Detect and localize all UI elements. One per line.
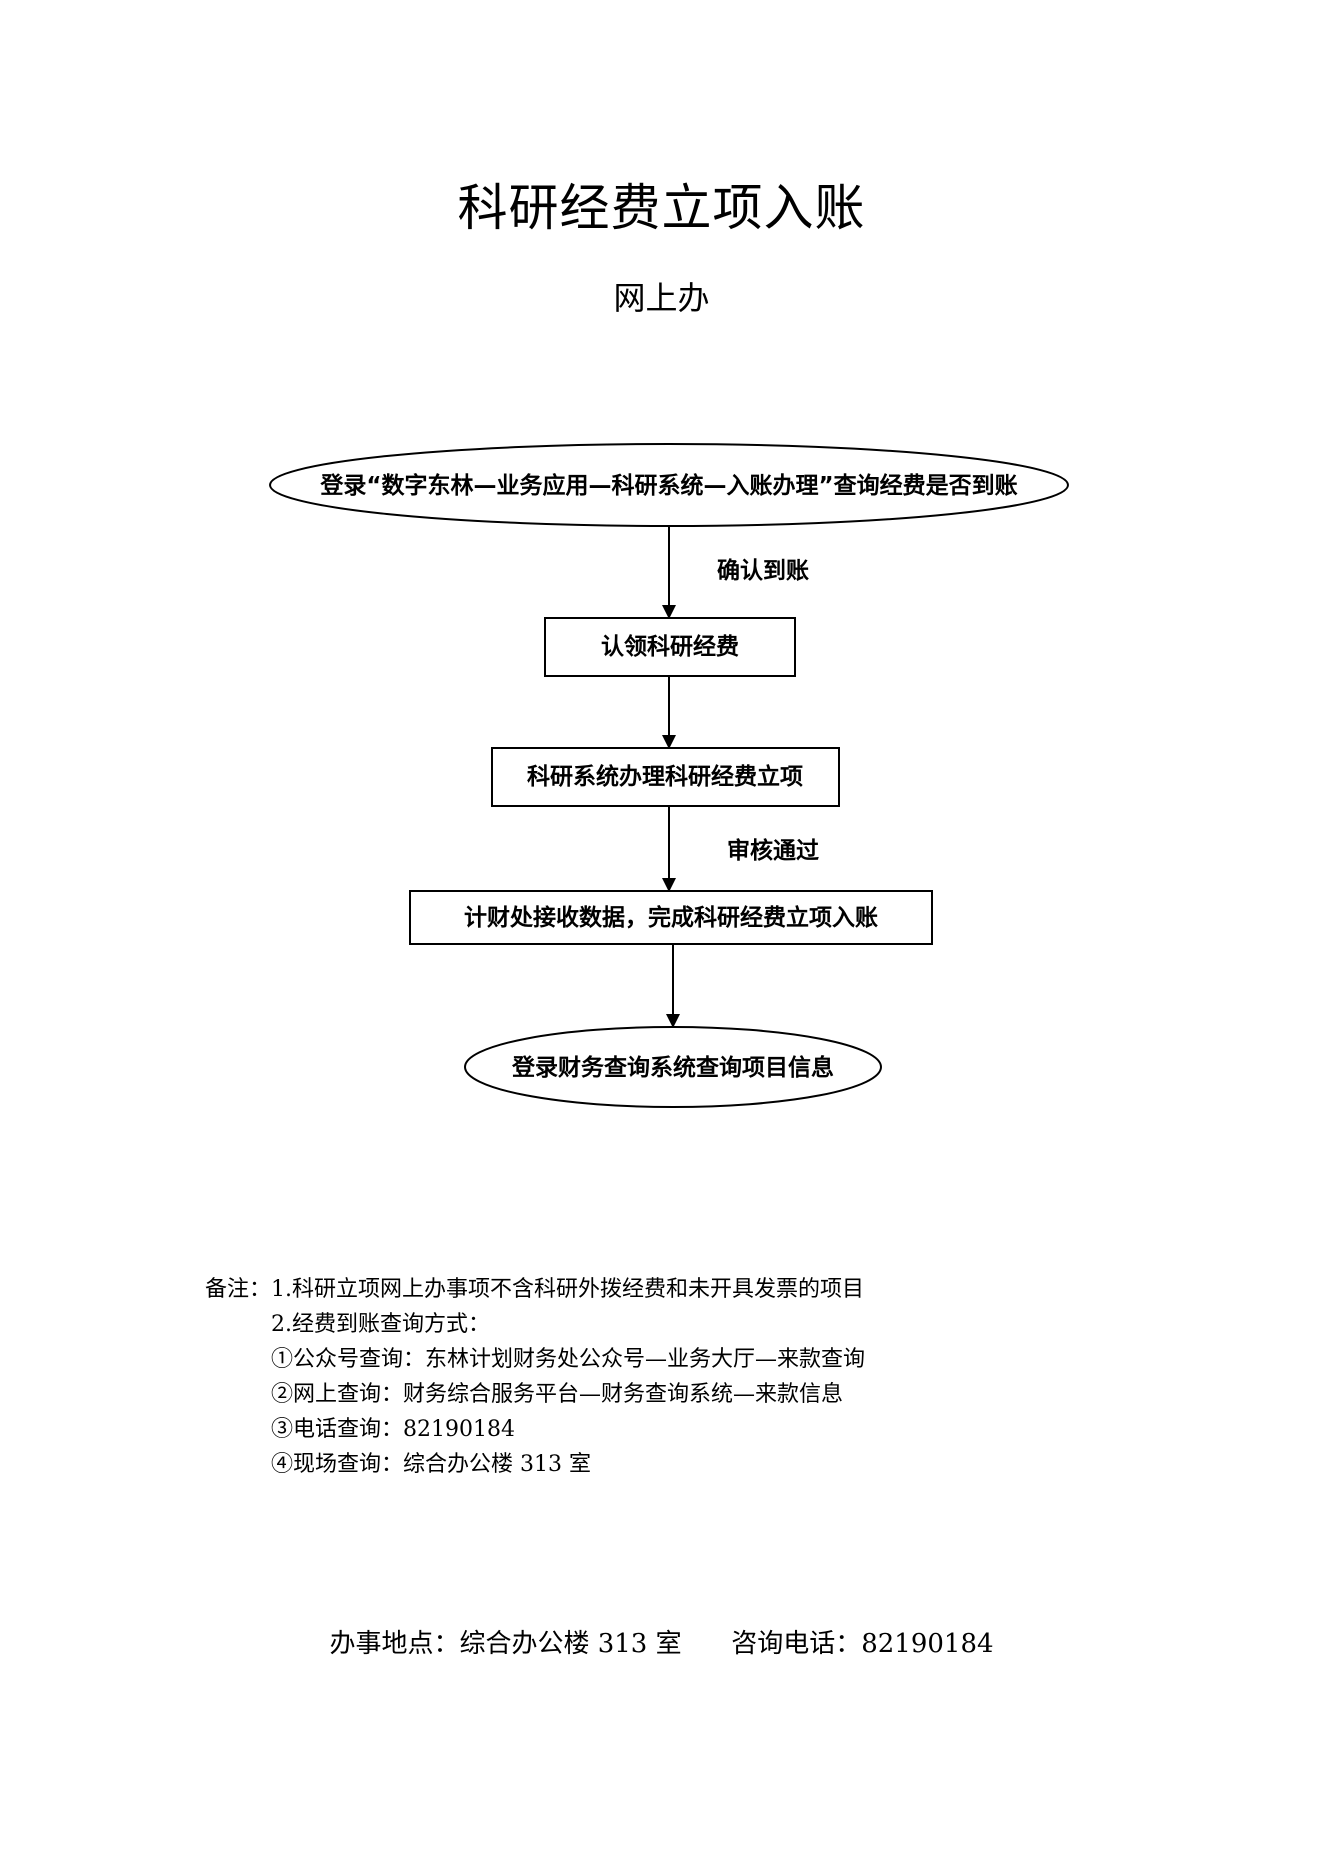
step3-label: 计财处接收数据，完成科研经费立项入账 — [464, 904, 878, 931]
end-node-label: 登录财务查询系统查询项目信息 — [511, 1054, 834, 1081]
footer-location: 办事地点：综合办公楼 313 室 — [329, 1629, 682, 1659]
footer: 办事地点：综合办公楼 313 室 咨询电话：82190184 — [0, 1627, 1323, 1661]
edge-label-confirm: 确认到账 — [717, 558, 809, 584]
page-subtitle: 网上办 — [613, 279, 710, 317]
step1-box — [544, 617, 796, 677]
note-line-4: ②网上查询：财务综合服务平台—财务查询系统—来款信息 — [271, 1382, 844, 1407]
note-line-3: ①公众号查询：东林计划财务处公众号—业务大厅—来款查询 — [271, 1347, 866, 1372]
start-node-shape — [269, 443, 1069, 527]
step1-label: 认领科研经费 — [601, 633, 739, 660]
note-line-6: ④现场查询：综合办公楼 313 室 — [271, 1452, 591, 1477]
note-line-1: 备注：1.科研立项网上办事项不含科研外拨经费和未开具发票的项目 — [205, 1277, 864, 1302]
step2-label: 科研系统办理科研经费立项 — [527, 763, 803, 790]
note-line-5: ③电话查询：82190184 — [271, 1417, 515, 1442]
edge-label-approve: 审核通过 — [727, 837, 819, 864]
start-node-label: 登录“数字东林—业务应用—科研系统—入账办理”查询经费是否到账 — [319, 472, 1017, 499]
notes: 备注：1.科研立项网上办事项不含科研外拨经费和未开具发票的项目 2.经费到账查询… — [205, 1272, 865, 1482]
page-title: 科研经费立项入账 — [457, 179, 866, 237]
step2-box — [491, 747, 840, 807]
step3-box — [409, 890, 933, 945]
footer-phone: 咨询电话：82190184 — [731, 1629, 994, 1659]
note-line-2: 2.经费到账查询方式： — [271, 1312, 490, 1337]
end-node-shape — [464, 1026, 882, 1108]
